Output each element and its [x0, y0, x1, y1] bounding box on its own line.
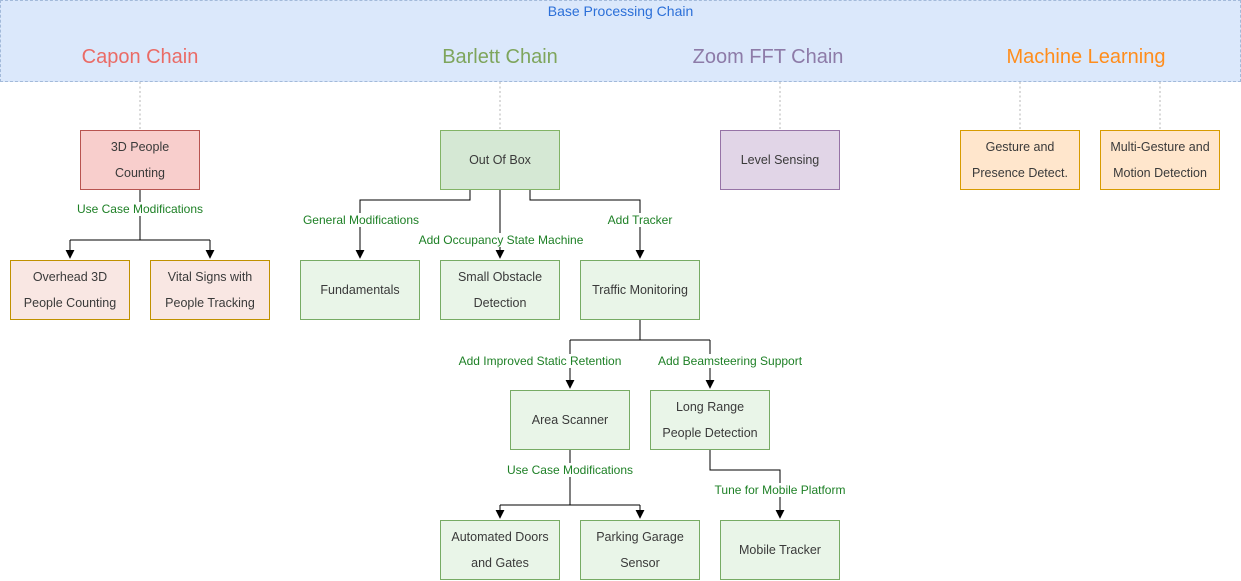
node-multi-gesture-motion-detection: Multi-Gesture and Motion Detection [1100, 130, 1220, 190]
node-vital-signs-people-tracking: Vital Signs with People Tracking [150, 260, 270, 320]
node-small-obstacle-detection: Small Obstacle Detection [440, 260, 560, 320]
node-fundamentals: Fundamentals [300, 260, 420, 320]
node-out-of-box: Out Of Box [440, 130, 560, 190]
edge-label-add-tracker: Add Tracker [604, 213, 676, 227]
node-overhead-3d-people-counting: Overhead 3D People Counting [10, 260, 130, 320]
edge-label-add-beamsteering-support: Add Beamsteering Support [654, 354, 806, 368]
node-gesture-presence-detect: Gesture and Presence Detect. [960, 130, 1080, 190]
node-parking-garage-sensor: Parking Garage Sensor [580, 520, 700, 580]
node-long-range-people-detection: Long Range People Detection [650, 390, 770, 450]
base-processing-chain-banner [0, 0, 1241, 82]
chain-title-capon: Capon Chain [81, 46, 199, 68]
node-area-scanner: Area Scanner [510, 390, 630, 450]
edge-label-general-modifications: General Modifications [299, 213, 423, 227]
edge-label-scanner-use-case-modifications: Use Case Modifications [503, 463, 637, 477]
node-level-sensing: Level Sensing [720, 130, 840, 190]
chain-title-barlett: Barlett Chain [442, 46, 558, 68]
edge-label-tune-for-mobile-platform: Tune for Mobile Platform [711, 483, 849, 497]
node-mobile-tracker: Mobile Tracker [720, 520, 840, 580]
chain-title-machine-learning: Machine Learning [1006, 46, 1166, 68]
node-3d-people-counting: 3D People Counting [80, 130, 200, 190]
banner-title: Base Processing Chain [547, 3, 694, 19]
dashed-banner-connectors [139, 82, 1161, 130]
chain-title-zoom-fft: Zoom FFT Chain [692, 46, 844, 68]
node-automated-doors-gates: Automated Doors and Gates [440, 520, 560, 580]
edge-label-add-occupancy-state-machine: Add Occupancy State Machine [415, 233, 587, 247]
edge-label-capon-use-case-modifications: Use Case Modifications [73, 202, 207, 216]
edge-label-add-improved-static-retention: Add Improved Static Retention [455, 354, 625, 368]
node-traffic-monitoring: Traffic Monitoring [580, 260, 700, 320]
